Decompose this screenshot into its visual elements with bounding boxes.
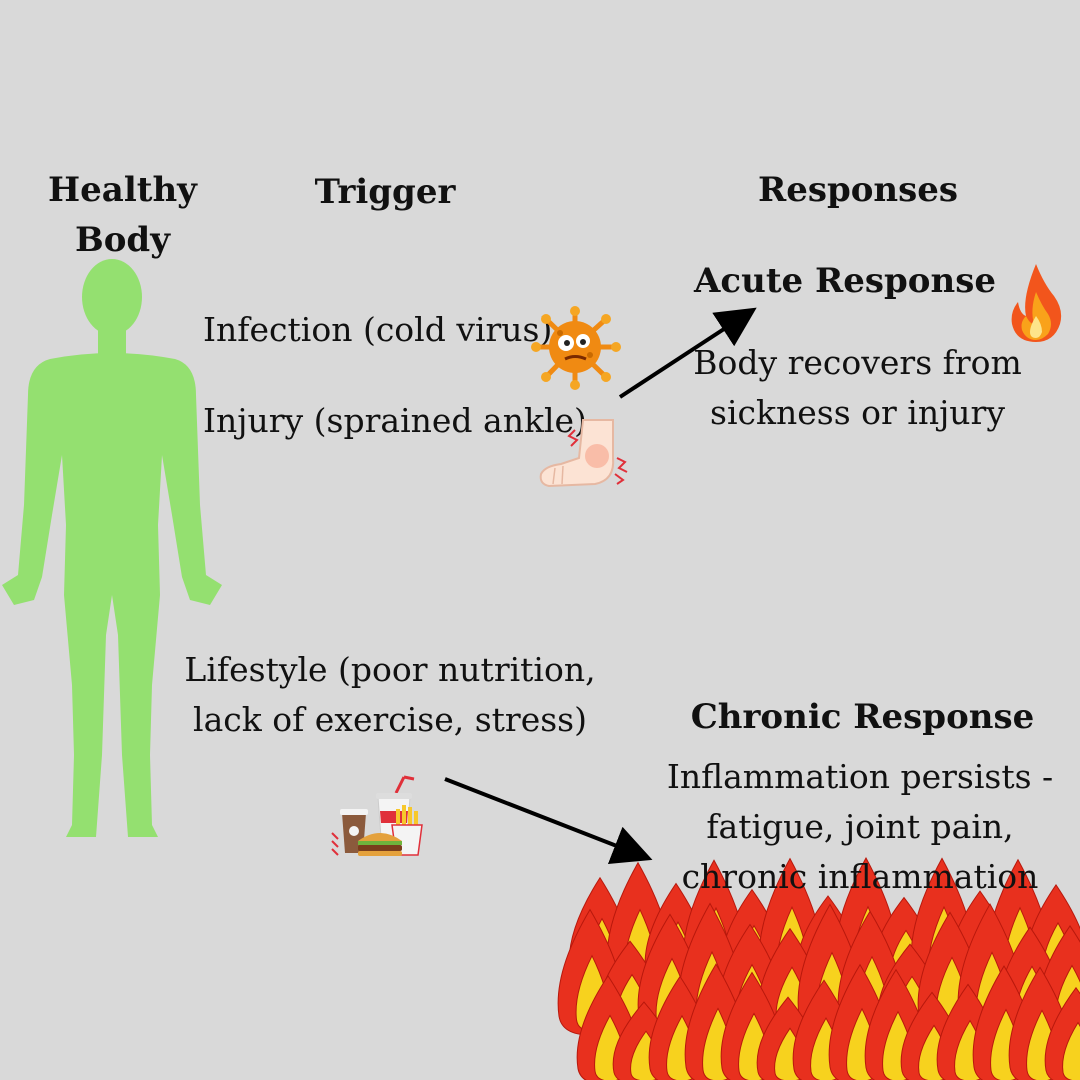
fire-wall-icon bbox=[557, 856, 1080, 1080]
healthy-body-heading: Healthy Body bbox=[30, 165, 215, 265]
acute-desc-line1: Body recovers from bbox=[693, 343, 1022, 382]
flame-icon bbox=[1011, 264, 1062, 342]
arrow-to-chronic bbox=[444, 777, 653, 865]
sprained-ankle-icon bbox=[539, 419, 628, 488]
lifestyle-line1: Lifestyle (poor nutrition, bbox=[184, 650, 596, 689]
junk-food-icon bbox=[331, 775, 423, 856]
trigger-lifestyle: Lifestyle (poor nutrition, lack of exerc… bbox=[180, 645, 600, 745]
trigger-heading: Trigger bbox=[314, 172, 456, 212]
acute-response-description: Body recovers from sickness or injury bbox=[680, 338, 1035, 438]
arrow-to-acute bbox=[618, 307, 757, 399]
virus-icon bbox=[531, 306, 621, 390]
chronic-desc-line3: chronic inflammation bbox=[681, 857, 1039, 896]
responses-heading: Responses bbox=[757, 170, 959, 210]
acute-response-title: Acute Response bbox=[694, 261, 996, 301]
acute-desc-line2: sickness or injury bbox=[710, 393, 1005, 432]
healthy-body-heading-line1: Healthy bbox=[48, 170, 197, 210]
chronic-response-title: Chronic Response bbox=[690, 697, 1035, 737]
lifestyle-line2: lack of exercise, stress) bbox=[193, 700, 587, 739]
healthy-body-heading-line2: Body bbox=[75, 220, 170, 260]
trigger-infection: Infection (cold virus) bbox=[203, 310, 553, 349]
chronic-response-description: Inflammation persists - fatigue, joint p… bbox=[660, 752, 1060, 902]
chronic-desc-line1: Inflammation persists - bbox=[666, 757, 1054, 796]
human-silhouette-icon bbox=[2, 259, 222, 837]
chronic-desc-line2: fatigue, joint pain, bbox=[706, 807, 1014, 846]
trigger-injury: Injury (sprained ankle) bbox=[203, 401, 587, 440]
